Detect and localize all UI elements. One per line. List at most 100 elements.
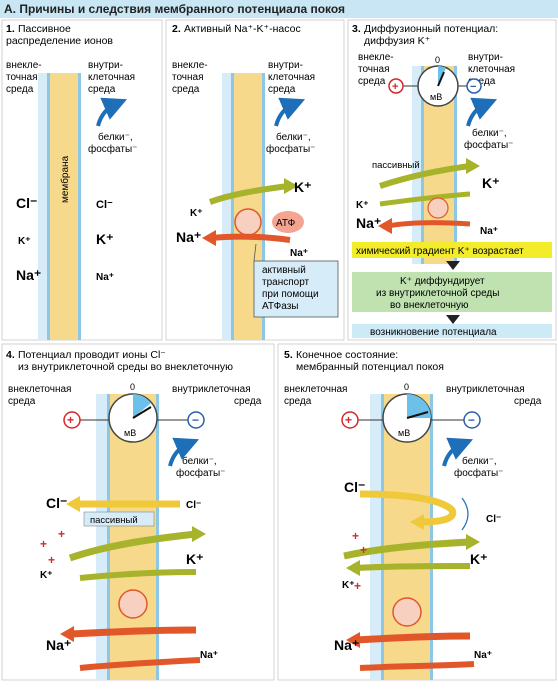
p5-pump-icon <box>392 597 422 627</box>
p1-outside-3: среда <box>6 84 34 95</box>
p4-meter-zero: 0 <box>130 382 135 392</box>
p4-protein-arrow <box>168 437 200 467</box>
p3-flow-2c: во внеклеточную <box>390 300 469 311</box>
p2-note-4: АТФазы <box>262 301 299 312</box>
p4-plus-terminal <box>63 411 81 429</box>
panel-1-heading-1: Пассивное <box>18 23 71 35</box>
panel-4-heading-1: Потенциал проводит ионы Cl⁻ <box>18 349 166 361</box>
p5-cl-out: Cl⁻ <box>344 479 365 495</box>
p2-phosphates: фосфаты⁻ <box>266 143 315 155</box>
pump-icon <box>234 208 262 236</box>
p5-minus: − <box>468 413 475 427</box>
p3-flow-arrow-1 <box>446 261 460 270</box>
p4-passive-label: пассивный <box>90 515 138 526</box>
p3-outside-3: среда <box>358 76 386 87</box>
p3-inside-3: среда <box>468 76 496 87</box>
p3-phosphates: фосфаты⁻ <box>464 139 513 151</box>
p2-k-arrowhead <box>284 178 298 194</box>
p3-inside-1: внутри- <box>468 52 503 63</box>
p3-proteins: белки⁻, <box>472 127 507 139</box>
diagram-canvas: 1. Пассивное распределение ионов внекле-… <box>1 19 557 681</box>
p4-outside-2: среда <box>8 396 36 407</box>
p5-k-arrow-2 <box>355 563 471 571</box>
p3-passive-label: пассивный <box>372 160 420 171</box>
p4-minus-terminal <box>187 411 205 429</box>
panel-3-heading-1: Диффузионный потенциал: <box>364 23 498 35</box>
membrane-label: мембрана <box>59 155 71 203</box>
p1-cl-in: Cl⁻ <box>96 199 113 211</box>
p1-k-out: K⁺ <box>18 236 31 247</box>
p4-cl-in: Cl⁻ <box>186 500 201 511</box>
protein-arrow <box>96 97 128 127</box>
p5-plus: + <box>345 413 352 427</box>
p4-minus: − <box>192 413 199 427</box>
p2-na-arrow <box>211 233 291 243</box>
p5-meter-zero: 0 <box>404 382 409 392</box>
p3-meter-zero: 0 <box>435 55 440 65</box>
p4-k-passive-arrow <box>68 530 197 562</box>
p1-phosphates: фосфаты⁻ <box>88 143 137 155</box>
p2-outside-1: внекле- <box>172 60 208 71</box>
p1-outside-1: внекле- <box>6 60 42 71</box>
p5-proteins: белки⁻, <box>462 455 497 467</box>
p5-cl-arrow <box>359 490 457 526</box>
p3-needle <box>437 71 445 87</box>
panel-2-number: 2. <box>172 23 181 35</box>
p3-outside-1: внекле- <box>358 52 394 63</box>
p5-cl-in: Cl⁻ <box>486 514 501 525</box>
panel-5-heading-1: Конечное состояние: <box>296 349 398 361</box>
p3-pump-icon <box>427 197 449 219</box>
p2-outside-2: точная <box>172 72 204 83</box>
p5-na-out: Na⁺ <box>334 637 359 653</box>
p2-note-2: транспорт <box>262 277 310 288</box>
p4-needle <box>132 406 152 419</box>
p5-inside-2: среда <box>514 396 542 407</box>
p3-flow-step-1 <box>352 242 552 258</box>
figure: А. Причины и следствия мембранного потен… <box>0 0 558 681</box>
p2-k-out: K⁺ <box>190 208 203 219</box>
p4-k-out: K⁺ <box>40 570 53 581</box>
p1-na-out: Na⁺ <box>16 267 41 283</box>
p3-flow-2b: из внутриклеточной среды <box>376 288 499 299</box>
panel-4-heading-2: из внутриклеточной среды во внеклеточную <box>18 361 233 373</box>
p3-flow-step-2 <box>352 272 552 312</box>
p2-na-arrowhead <box>202 230 216 246</box>
p3-flow-1: химический градиент K⁺ возрастает <box>356 246 524 257</box>
panel-1: 1. Пассивное распределение ионов внекле-… <box>1 19 163 341</box>
p4-phosphates: фосфаты⁻ <box>176 467 225 479</box>
panel-3-heading-2: диффузия K⁺ <box>364 35 431 47</box>
p2-k-in: K⁺ <box>294 179 312 195</box>
panel-2-heading: Активный Na⁺-K⁺-насос <box>184 23 301 35</box>
p2-na-in: Na⁺ <box>290 248 308 259</box>
p2-proteins: белки⁻, <box>276 131 311 143</box>
p3-k-passive-arrow <box>379 163 471 189</box>
p5-plus-charges-3: + <box>354 579 361 593</box>
p2-protein-arrow <box>274 97 306 127</box>
p3-na-in: Na⁺ <box>480 226 498 237</box>
p4-na-arrow-1 <box>69 626 197 638</box>
panel-5: 5. Конечное состояние: мембранный потенц… <box>277 343 557 681</box>
p3-plus-terminal <box>388 78 404 94</box>
p5-na-arrow-2 <box>359 661 475 671</box>
p3-minus-terminal <box>466 78 482 94</box>
p3-k-active-arrow <box>379 191 471 207</box>
p3-protein-arrow <box>466 97 498 127</box>
p3-flow-3: возникновение потенциала <box>370 327 497 338</box>
p2-note-box <box>253 260 339 318</box>
p3-k-in: K⁺ <box>482 175 500 191</box>
p1-inside-3: среда <box>88 84 116 95</box>
p5-minus-charges <box>461 497 469 531</box>
p1-proteins: белки⁻, <box>98 131 133 143</box>
p5-protein-arrow <box>442 437 474 467</box>
p4-plus-charges: + <box>40 537 47 551</box>
p4-pump-icon <box>118 589 148 619</box>
p3-k-out: K⁺ <box>356 200 369 211</box>
p5-outside-2: среда <box>284 396 312 407</box>
p5-na-arrow-1 <box>355 632 471 644</box>
p1-inside-1: внутри- <box>88 60 123 71</box>
panel-3-number: 3. <box>352 23 361 35</box>
p1-outside-2: точная <box>6 72 38 83</box>
p2-outside-3: среда <box>172 84 200 95</box>
p4-plus: + <box>67 413 74 427</box>
panel-5-heading-2: мембранный потенциал покоя <box>296 361 444 373</box>
